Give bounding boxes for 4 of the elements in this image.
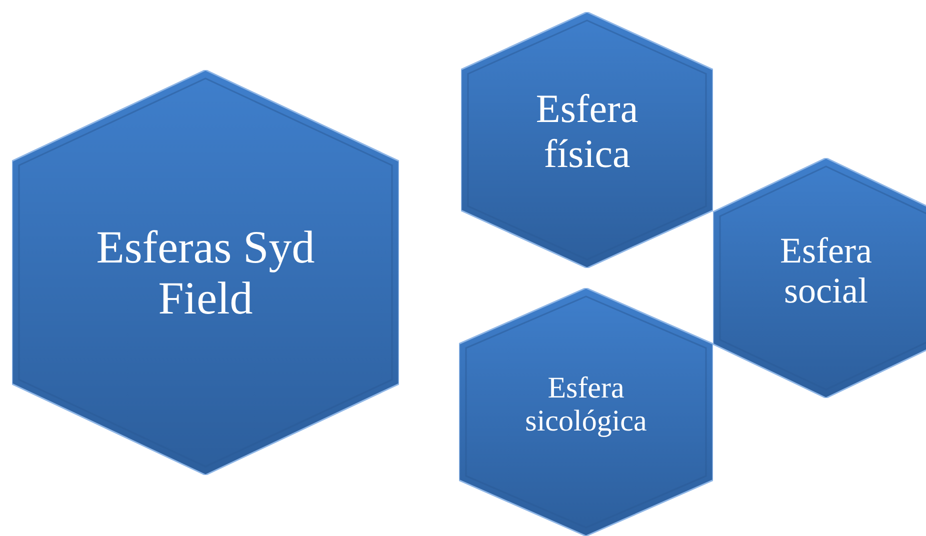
hexagon-label: Esfera social [779,230,873,312]
hexagon-label: Esferas Syd Field [95,220,316,324]
hexagon-label: Esfera física [534,88,640,178]
hexagon-label: Esfera sicológica [524,370,648,438]
